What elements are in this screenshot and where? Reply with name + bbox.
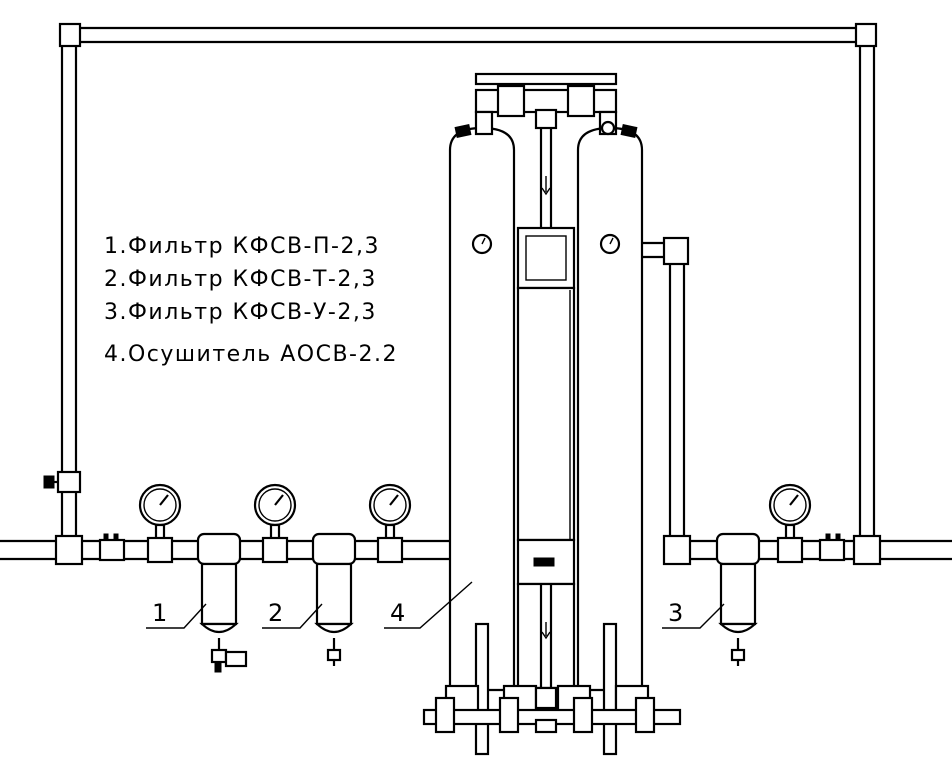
callout-3-label: 3 [668, 599, 683, 627]
outlet-valve [818, 533, 846, 562]
tee-2 [261, 536, 289, 564]
legend-item-1: 1.Фильтр КФСВ-П-2,3 [104, 234, 380, 259]
callout-1-label: 1 [152, 599, 167, 627]
inlet-valve [98, 533, 126, 562]
callout-3: 3 [662, 599, 725, 629]
callout-1: 1 [146, 599, 207, 629]
tee-3 [376, 536, 404, 564]
callout-4-label: 4 [390, 599, 405, 627]
legend-item-3: 3.Фильтр КФСВ-У-2,3 [104, 300, 377, 325]
inlet-pipe [0, 534, 450, 566]
filter-3 [715, 532, 761, 666]
legend-item-4: 4.Осушитель АОСВ-2.2 [104, 342, 398, 367]
tee-4 [776, 536, 804, 564]
bypass-pipe [58, 22, 878, 548]
gauge-4 [768, 483, 812, 541]
legend: 1.Фильтр КФСВ-П-2,3 2.Фильтр КФСВ-Т-2,3 … [104, 234, 398, 367]
legend-item-2: 2.Фильтр КФСВ-Т-2,3 [104, 267, 377, 292]
tee-1 [146, 536, 174, 564]
gauge-3 [368, 483, 412, 541]
callout-2: 2 [262, 599, 323, 629]
gauge-1 [138, 483, 182, 541]
callout-2-label: 2 [268, 599, 283, 627]
filter-1 [196, 532, 248, 673]
dryer-assembly [422, 72, 682, 756]
gauge-2 [253, 483, 297, 541]
bypass-valve [43, 470, 82, 494]
callout-4: 4 [384, 581, 473, 629]
filter-2 [311, 532, 357, 666]
